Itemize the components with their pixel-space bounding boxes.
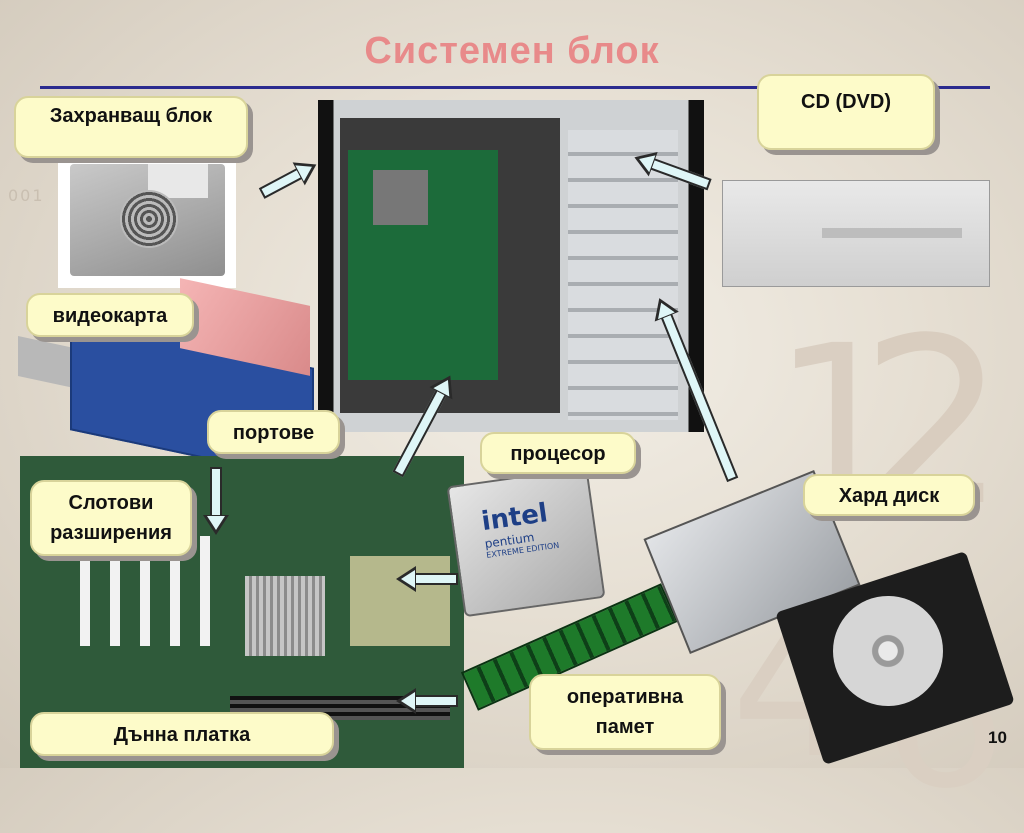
label-expansion-slots: Слотови разширения xyxy=(30,480,192,556)
arrow-psu-to-case xyxy=(256,152,323,205)
label-processor: процесор xyxy=(480,432,636,474)
title-rule xyxy=(40,86,990,89)
arrow-ram-to-slot xyxy=(396,688,458,714)
arrow-ports-down xyxy=(203,467,229,535)
label-hard-disk: Хард диск xyxy=(803,474,975,516)
page-number: 10 xyxy=(988,728,1007,747)
label-power-supply: Захранващ блок xyxy=(14,96,248,158)
decor-code: 001 xyxy=(8,186,45,205)
slide: 001 1 2 4 6 Системен блок intel pentium … xyxy=(0,0,1024,768)
label-video-card: видеокарта xyxy=(26,293,194,337)
dvd-drive-image xyxy=(722,170,990,288)
label-cd-dvd: CD (DVD) xyxy=(757,74,935,150)
system-unit-image xyxy=(318,100,704,432)
slide-title: Системен блок xyxy=(364,30,660,72)
decor-digit-2: 2 xyxy=(860,290,1007,557)
label-motherboard: Дънна платка xyxy=(30,712,334,756)
label-ram: оперативна памет xyxy=(529,674,721,750)
power-supply-image xyxy=(58,150,236,288)
cpu-branding: intel pentium EXTREME EDITION xyxy=(479,498,560,560)
desktop-hard-disk-image xyxy=(775,548,1015,765)
label-ports: портове xyxy=(207,410,340,454)
arrow-cpu-to-socket xyxy=(396,566,458,592)
